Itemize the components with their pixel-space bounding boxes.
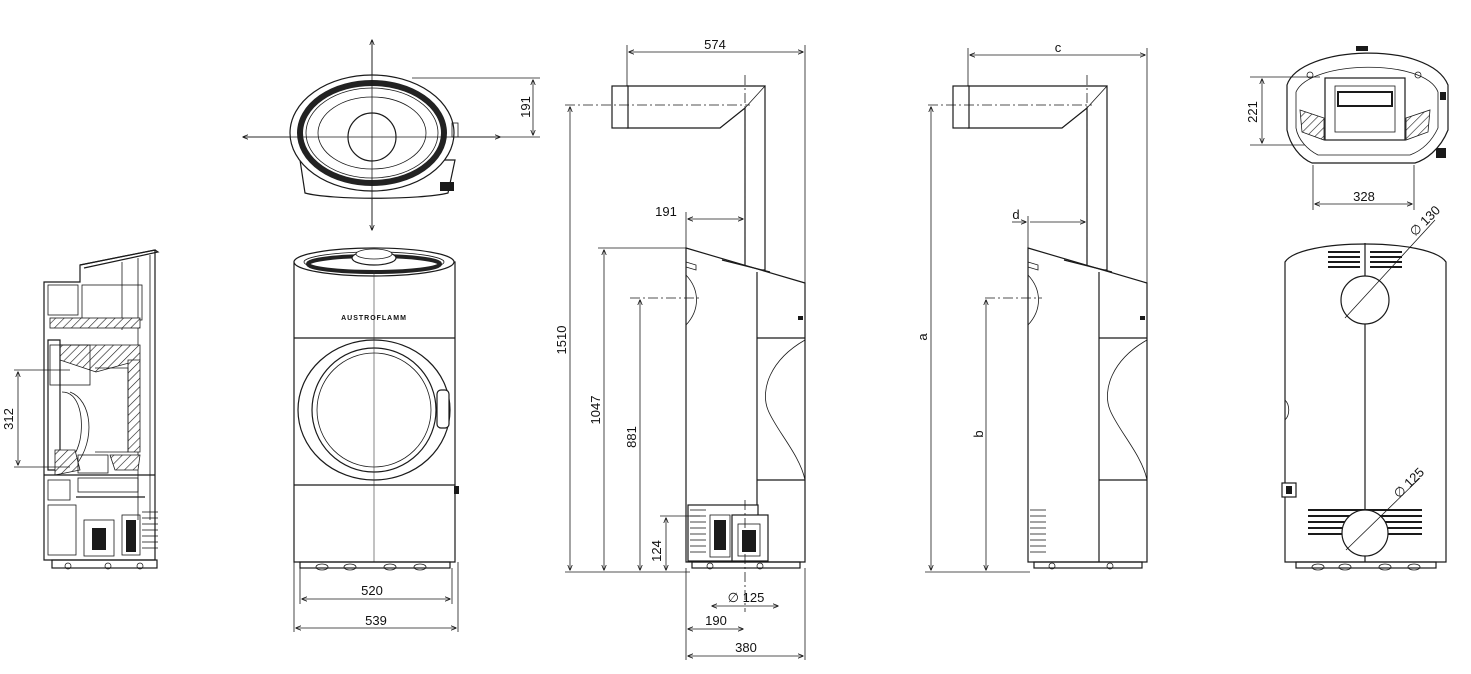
front-view: AUSTROFLAMM 520 539 (293, 247, 459, 632)
flue-outlet-circle (1340, 275, 1390, 325)
dim-outlet-height: 1047 (588, 396, 603, 425)
dim-low-height: 124 (649, 540, 664, 562)
side-view-numeric: 574 191 1510 1047 881 124 ∅ 125 190 380 (554, 37, 806, 660)
dim-rear-top-height: 221 (1245, 101, 1260, 123)
air-inlet-circle (1341, 509, 1389, 557)
dim-var-outlet-height: b (971, 430, 986, 437)
dim-air-diameter: ∅ 125 (728, 590, 765, 605)
section-view: 312 (1, 249, 160, 570)
dim-width-outer: 539 (365, 613, 387, 628)
dim-width-inner: 520 (361, 583, 383, 598)
dim-rear-upper-diameter: ∅ 130 (1407, 203, 1444, 240)
dim-section-height: 312 (1, 408, 16, 430)
side-vent-grille-variable (1030, 509, 1046, 553)
side-view-variable: c d a b (915, 40, 1148, 573)
rear-view: ∅ 130 ∅ 125 (1281, 203, 1447, 571)
dim-center-depth: 190 (705, 613, 727, 628)
dim-total-depth: 380 (735, 640, 757, 655)
section-vent-grille (142, 511, 158, 549)
top-view: 191 (243, 40, 540, 230)
rear-top-view: 221 328 (1245, 46, 1449, 210)
rear-upper-grille (1328, 251, 1402, 268)
dim-top-depth: 191 (518, 96, 533, 118)
dim-total-height: 1510 (554, 326, 569, 355)
dim-var-offset: d (1012, 207, 1019, 222)
dim-rear-top-width: 328 (1353, 189, 1375, 204)
dim-air-height: 881 (624, 426, 639, 448)
dim-var-total-height: a (915, 333, 930, 341)
brand-label: AUSTROFLAMM (341, 315, 407, 322)
dim-flue-offset: 191 (655, 204, 677, 219)
dim-flue-horizontal: 574 (704, 37, 726, 52)
dim-var-horizontal: c (1055, 40, 1062, 55)
